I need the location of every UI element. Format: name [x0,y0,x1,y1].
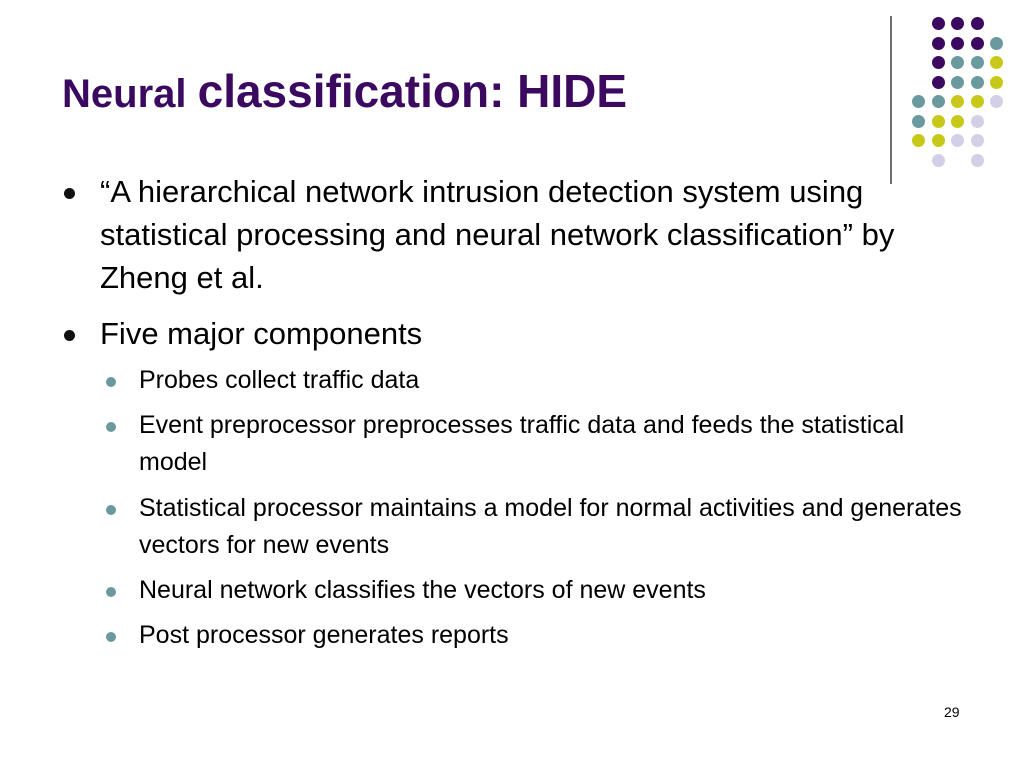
decor-dot [990,75,1003,89]
decor-dot [931,17,945,30]
sub-bullet-dot [106,422,116,432]
sub-bullet-dot [106,377,116,387]
decor-dot [931,36,945,50]
decor-dot [931,134,945,147]
decor-dot [951,36,964,50]
sub-bullet-dot [106,505,116,515]
title-part-neural: Neural [62,72,198,116]
bullet-five-components: Five major components [100,316,423,351]
decor-dot [970,56,984,69]
decor-dot [951,114,964,128]
decor-dot [951,75,964,89]
sub-bullet-probes: Probes collect traffic data [139,366,420,394]
sub-bullet-event-preprocessor: Event preprocessor preprocesses traffic … [139,411,905,476]
decor-dot [912,95,925,108]
page-number: 29 [944,704,960,720]
vertical-divider [890,16,892,184]
sub-bullet-statistical-processor: Statistical processor maintains a model … [139,494,962,559]
decor-dot [970,36,984,50]
decor-dot [970,153,984,167]
decor-dot [990,36,1003,50]
bullet-dot [64,330,75,341]
decor-dot [951,95,964,108]
decor-dot [931,56,945,69]
decor-dot [912,114,925,128]
title-part-classification: classification: HIDE [197,65,628,117]
decor-dot [931,114,945,128]
decor-dot [951,56,964,69]
decor-dot [970,95,984,108]
decor-dot [970,75,984,89]
sub-bullet-post-processor: Post processor generates reports [139,621,509,649]
decor-dot [990,95,1003,108]
decor-dot [990,56,1003,69]
decor-dot [912,134,925,147]
slide-title: Neural classification: HIDE [62,64,627,118]
decor-dot [931,95,945,108]
bullet-dot [64,188,75,199]
decor-dot [951,17,964,30]
bullet-citation: “A hierarchical network intrusion detect… [100,174,895,295]
sub-bullet-neural-network: Neural network classifies the vectors of… [139,576,706,604]
decor-dot [931,75,945,89]
decor-dot [970,114,984,128]
decor-dot [931,153,945,167]
decor-dot [951,134,964,147]
sub-bullet-dot [106,632,116,642]
decor-dot [970,134,984,147]
decor-dot [970,17,984,30]
sub-bullet-dot [106,587,116,597]
